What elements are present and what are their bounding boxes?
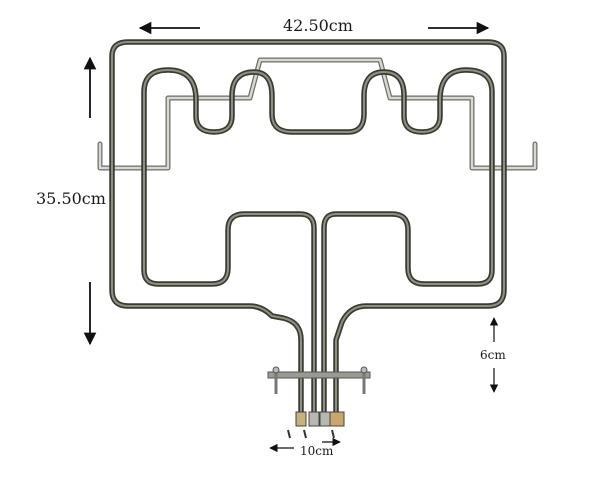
terminal-depth-label: 6cm xyxy=(480,348,506,362)
support-bracket xyxy=(97,57,538,171)
width-dimension-label: 42.50cm xyxy=(283,16,353,35)
height-dimension-label: 35.50cm xyxy=(36,189,106,208)
terminal-mount xyxy=(267,366,371,394)
terminal-ends xyxy=(287,411,345,439)
terminal-spacing-label: 10cm xyxy=(300,444,334,458)
outer-heating-loop xyxy=(109,39,507,415)
dimension-arrows xyxy=(83,21,499,453)
inner-heating-loop xyxy=(141,67,495,415)
